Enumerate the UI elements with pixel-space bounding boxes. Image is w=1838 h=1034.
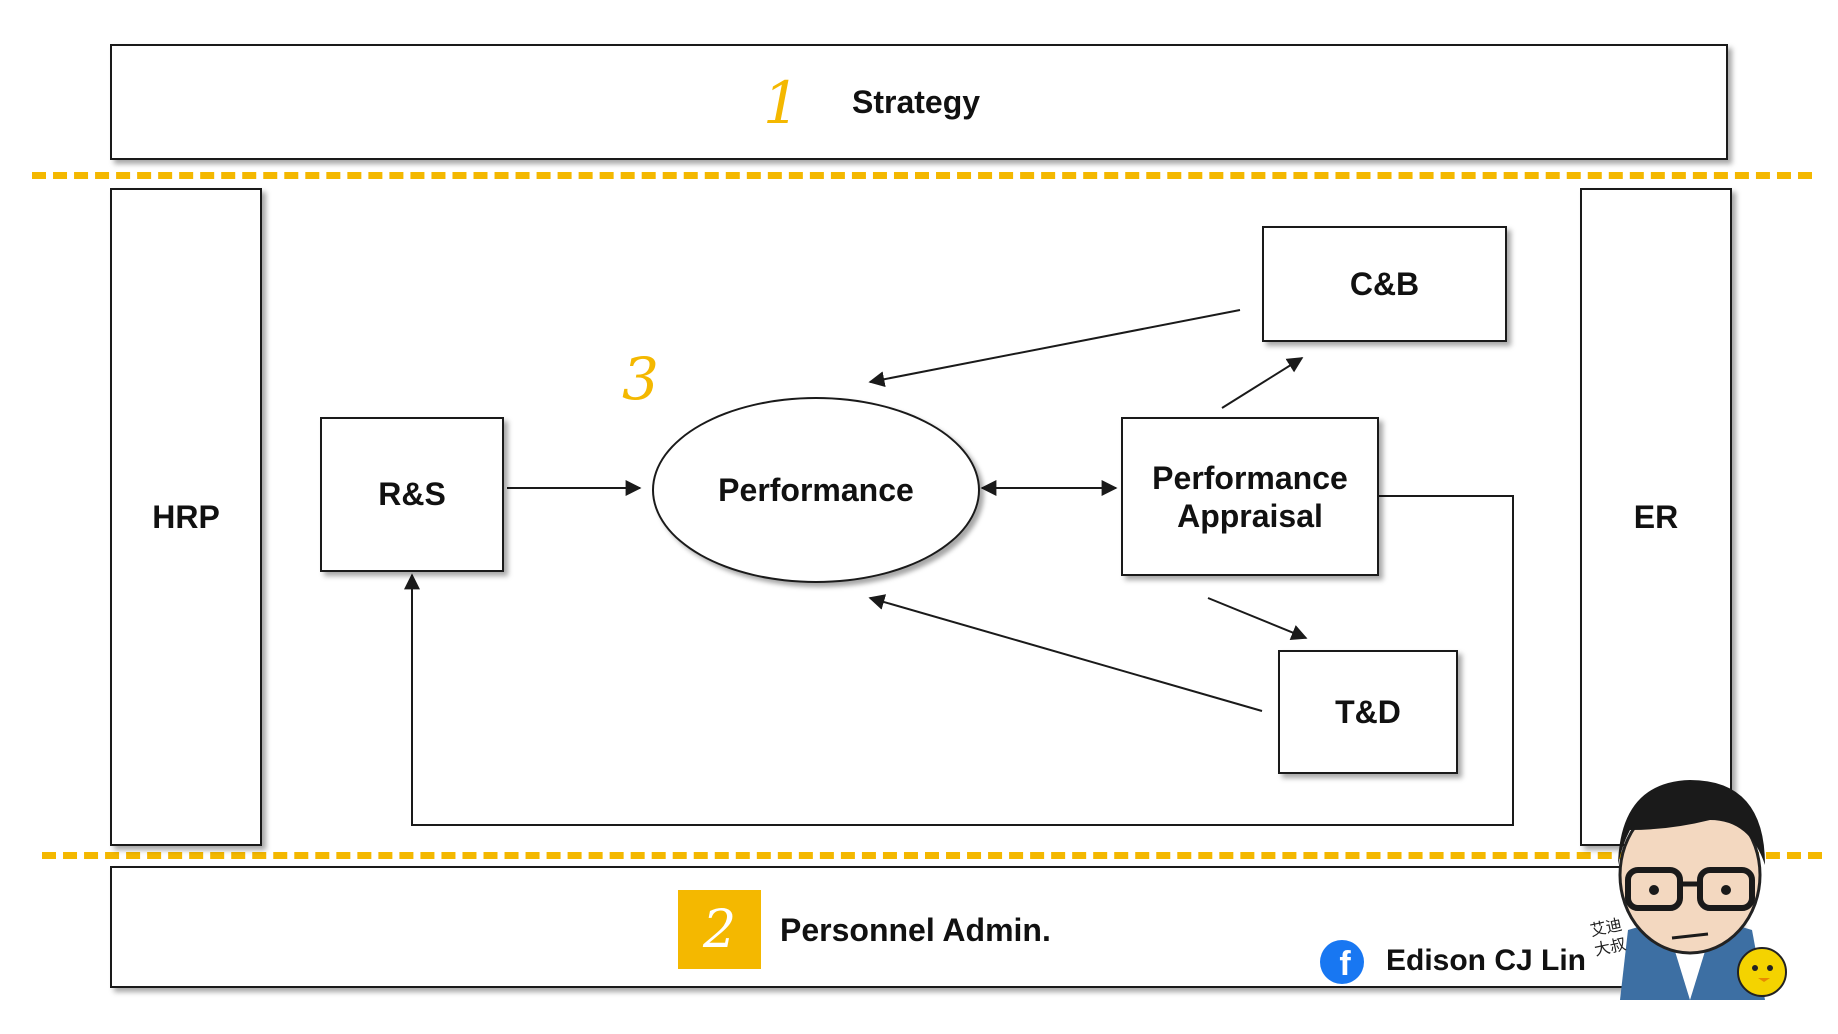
bottom-divider — [42, 852, 1822, 859]
avatar — [1618, 780, 1787, 1000]
performance-ellipse: Performance — [652, 397, 980, 583]
cb-label: C&B — [1349, 265, 1420, 302]
performance-label: Performance — [718, 471, 914, 508]
personnel-label: Personnel Admin. — [780, 912, 1051, 948]
strategy-number: 1 — [763, 69, 800, 137]
appraisal-box: Performance Appraisal — [1121, 417, 1379, 576]
td-label: T&D — [1335, 693, 1401, 730]
rs-label: R&S — [378, 476, 446, 512]
personnel-box — [110, 866, 1740, 988]
strategy-label: Strategy — [852, 84, 981, 120]
er-box: ER — [1580, 188, 1732, 846]
personnel-number-badge: 2 — [678, 890, 761, 969]
cb-box: C&B — [1262, 226, 1507, 342]
facebook-icon: f — [1320, 940, 1364, 984]
hrp-label: HRP — [152, 498, 220, 535]
td-to-performance-arrow — [868, 594, 1263, 712]
personnel-number: 2 — [702, 899, 737, 960]
appraisal-to-rs-feedback-arrow — [404, 495, 1514, 826]
credit-name: Edison CJ Lin — [1386, 944, 1587, 977]
appraisal-label-line2: Appraisal — [1177, 497, 1323, 534]
cb-to-performance-arrow — [868, 309, 1241, 388]
hrp-box: HRP — [110, 188, 262, 846]
er-label: ER — [1633, 498, 1679, 535]
top-divider — [32, 172, 1812, 179]
td-box: T&D — [1278, 650, 1458, 774]
appraisal-to-cb-arrow — [1221, 357, 1304, 409]
rs-box: R&S — [320, 417, 504, 572]
appraisal-label-line1: Performance — [1152, 459, 1348, 496]
core-number: 3 — [622, 345, 659, 413]
appraisal-to-td-arrow — [1207, 597, 1308, 640]
strategy-box — [110, 44, 1728, 160]
